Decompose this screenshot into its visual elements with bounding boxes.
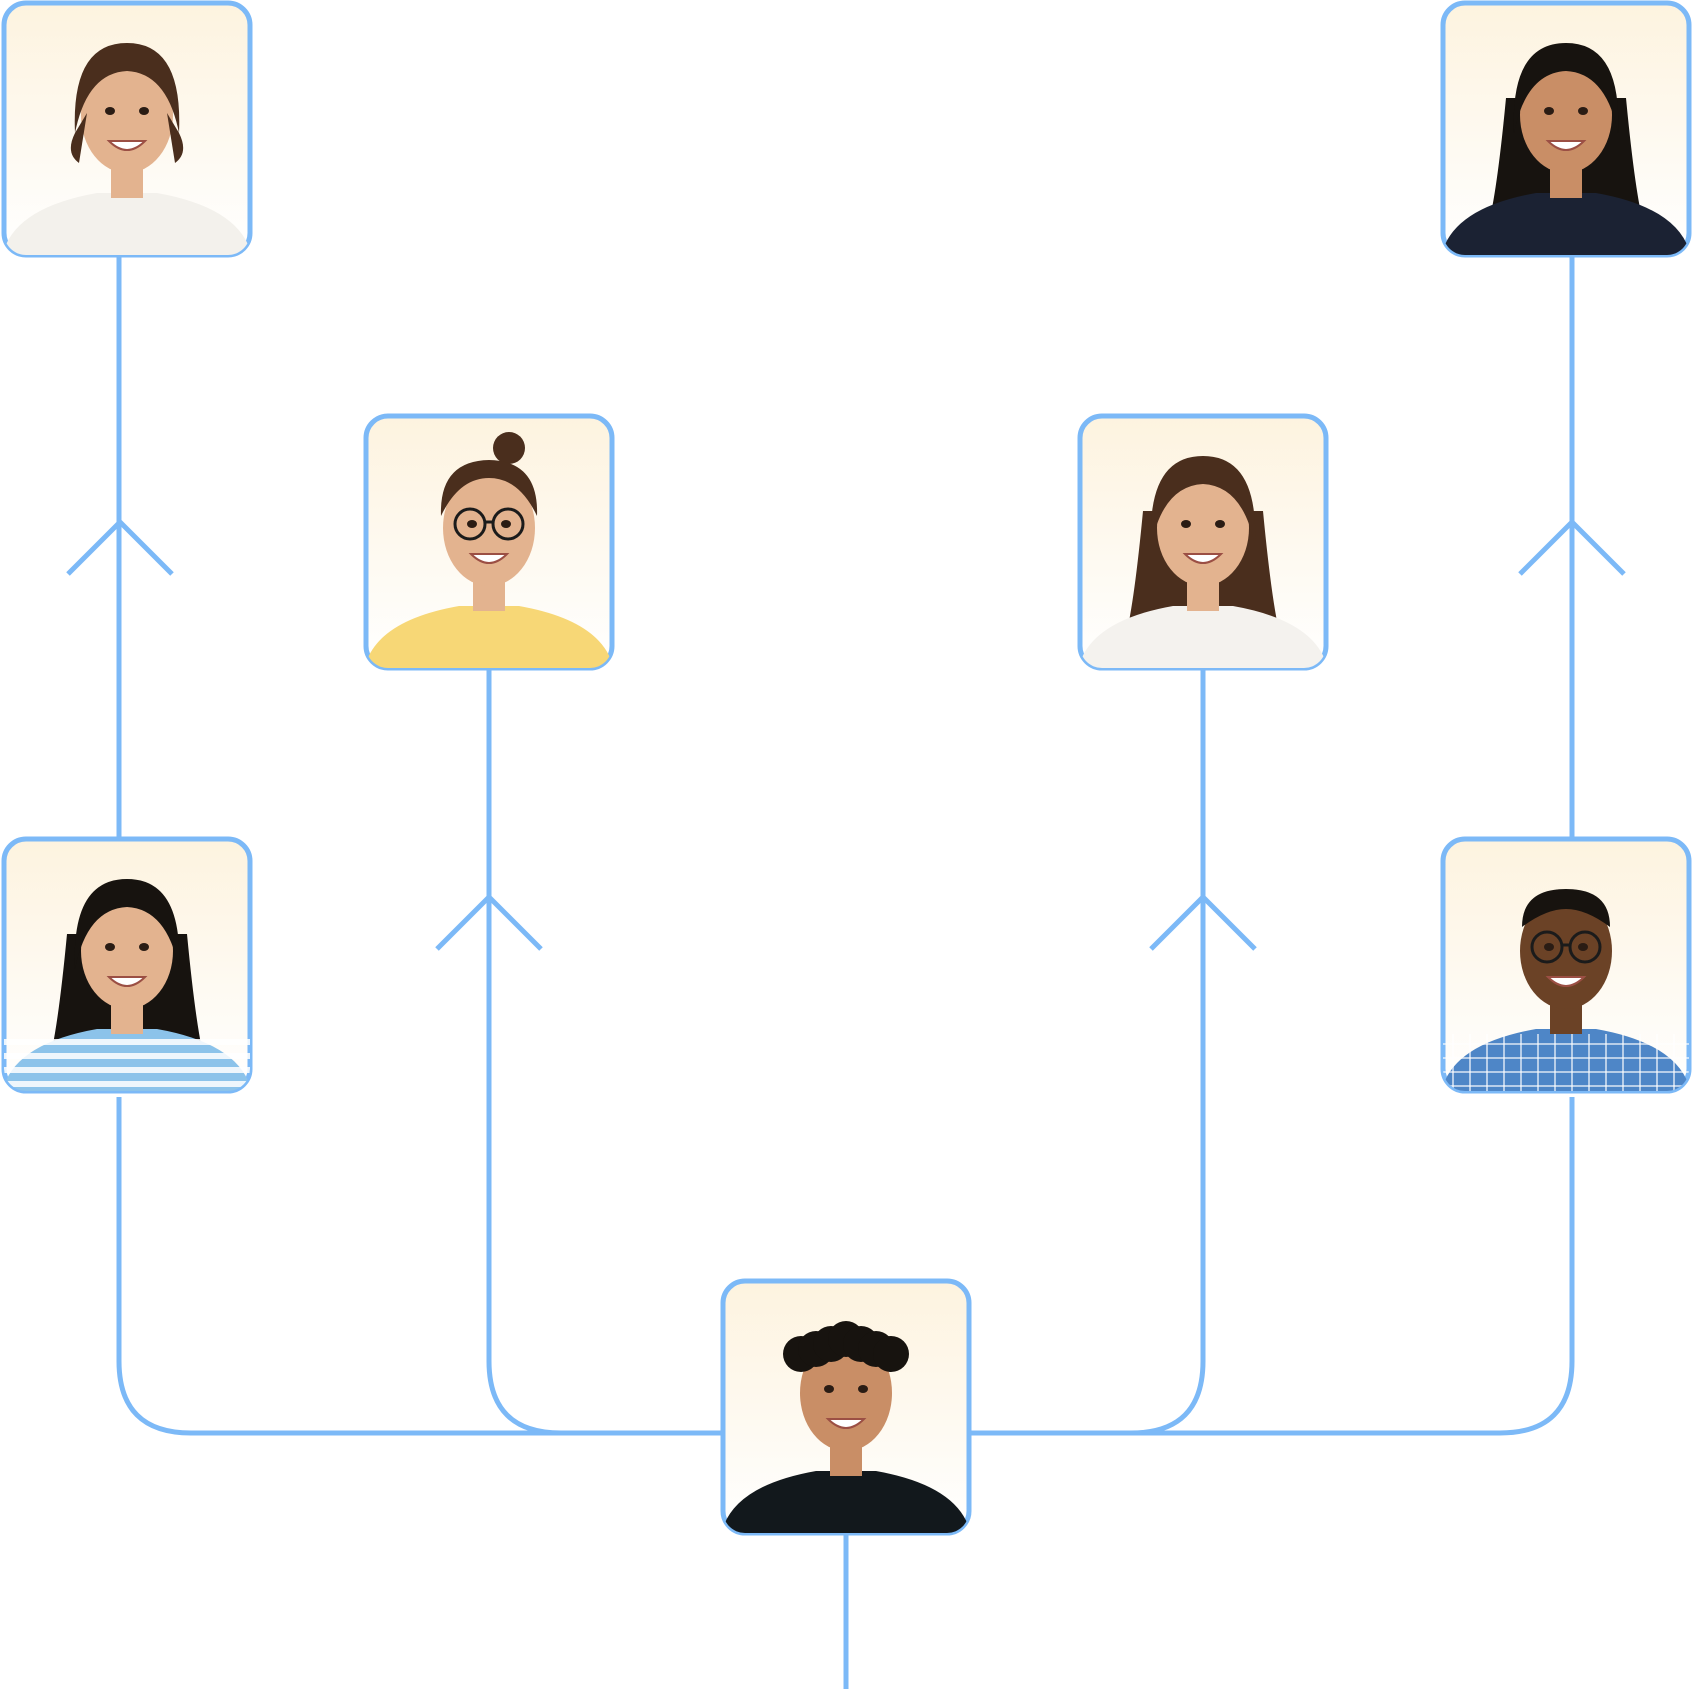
person-long-hair-white-shirt-icon — [1080, 456, 1326, 668]
person-striped-shirt-icon — [4, 879, 250, 1091]
connectors — [116, 255, 1575, 1689]
arrow-up-icon — [1518, 518, 1626, 576]
person-curly-hair-smiling-icon — [723, 1321, 969, 1533]
arrowheads — [66, 518, 1626, 951]
edge-root-to-right-1 — [970, 1097, 1575, 1436]
person-white-shirt-icon — [4, 43, 250, 255]
person-glasses-plaid-shirt-icon — [1443, 889, 1689, 1091]
person-inner-right-node — [1077, 413, 1329, 671]
arrow-up-icon — [66, 518, 174, 576]
person-left-1-node — [1, 836, 253, 1094]
edge-root-to-inner-left — [486, 670, 723, 1436]
person-right-2-node — [1440, 0, 1692, 258]
person-nodes — [1, 0, 1692, 1536]
person-right-1-node — [1440, 836, 1692, 1094]
person-root-node — [720, 1278, 972, 1536]
edge-root-to-left-1 — [116, 1097, 723, 1436]
arrow-up-icon — [1149, 893, 1257, 951]
person-glasses-bun-icon — [366, 432, 612, 668]
edge-root-to-inner-right — [970, 670, 1206, 1436]
arrow-up-icon — [435, 893, 543, 951]
person-left-2-node — [1, 0, 253, 258]
person-inner-left-node — [363, 413, 615, 671]
person-dark-blazer-icon — [1443, 43, 1689, 255]
